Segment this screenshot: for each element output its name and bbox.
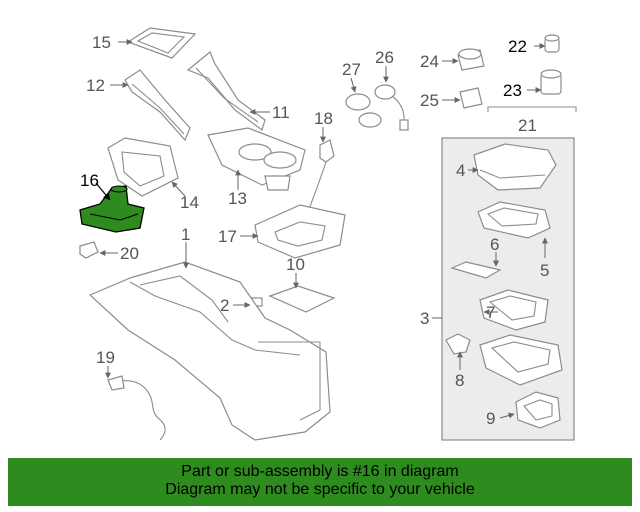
part-16-shift-boot[interactable] (79, 185, 145, 233)
callout-19: 19 (96, 348, 115, 367)
callout-24: 24 (420, 52, 439, 71)
info-banner: Part or sub-assembly is #16 in diagram D… (8, 458, 632, 506)
callout-11: 11 (272, 103, 290, 122)
part-26-socket[interactable] (374, 84, 409, 131)
part-8-clip[interactable] (445, 333, 471, 355)
callout-25: 25 (420, 91, 439, 110)
part-11-side-panel[interactable] (186, 51, 266, 131)
callout-5: 5 (540, 261, 549, 280)
callout-9: 9 (486, 409, 495, 428)
part-1-console-body[interactable] (88, 261, 331, 441)
part-9-bracket[interactable] (515, 391, 561, 429)
callout-26: 26 (375, 48, 394, 67)
callout-3: 3 (420, 309, 429, 328)
callout-17: 17 (218, 227, 237, 246)
part-20-clip[interactable] (79, 241, 99, 259)
callout-20: 20 (120, 244, 139, 263)
callout-1: 1 (181, 225, 190, 244)
part-15-bezel[interactable] (126, 27, 197, 59)
part-12-side-panel[interactable] (124, 69, 191, 142)
part-19-cable[interactable] (107, 375, 166, 441)
callout-6: 6 (490, 235, 499, 254)
callout-23: 23 (503, 81, 522, 100)
part-17-shifter[interactable] (254, 161, 346, 259)
part-4-armrest-lid[interactable] (473, 143, 557, 191)
part-13-console-upper[interactable] (207, 127, 306, 191)
part-5-lid-base[interactable] (477, 201, 551, 239)
part-10-pad[interactable] (268, 285, 336, 313)
callout-18: 18 (314, 109, 333, 128)
part-27-outlet[interactable] (345, 93, 382, 128)
callout-21: 21 (518, 116, 537, 135)
group-21-bracket (487, 106, 577, 112)
callout-12: 12 (86, 76, 105, 95)
callout-4: 4 (456, 161, 465, 180)
part-6-pad[interactable] (450, 261, 502, 279)
callout-10: 10 (286, 255, 305, 274)
callout-27: 27 (342, 60, 361, 79)
callout-labels: 15 12 11 14 13 16 20 18 17 10 2 1 19 27 … (80, 33, 549, 428)
part-box-liner[interactable] (479, 334, 563, 386)
callout-2: 2 (220, 296, 229, 315)
part-14-bracket[interactable] (107, 137, 179, 197)
callout-14: 14 (180, 193, 199, 212)
callout-8: 8 (455, 371, 464, 390)
callout-15: 15 (92, 33, 111, 52)
part-25-holder[interactable] (459, 87, 483, 109)
parts-diagram: 15 12 11 14 13 16 20 18 17 10 2 1 19 27 … (79, 27, 577, 441)
callout-22: 22 (508, 37, 527, 56)
callout-7: 7 (486, 303, 495, 322)
leader-lines (95, 39, 548, 419)
part-23-socket[interactable] (540, 69, 562, 95)
part-18-shift-knob[interactable] (319, 139, 335, 163)
banner-line-2: Diagram may not be specific to your vehi… (165, 481, 475, 498)
callout-13: 13 (228, 189, 247, 208)
banner-line-1: Part or sub-assembly is #16 in diagram (181, 463, 459, 480)
part-7-tray[interactable] (479, 289, 549, 331)
callout-16: 16 (80, 171, 99, 190)
part-22-socket[interactable] (544, 34, 560, 53)
part-24-holder[interactable] (457, 48, 485, 71)
